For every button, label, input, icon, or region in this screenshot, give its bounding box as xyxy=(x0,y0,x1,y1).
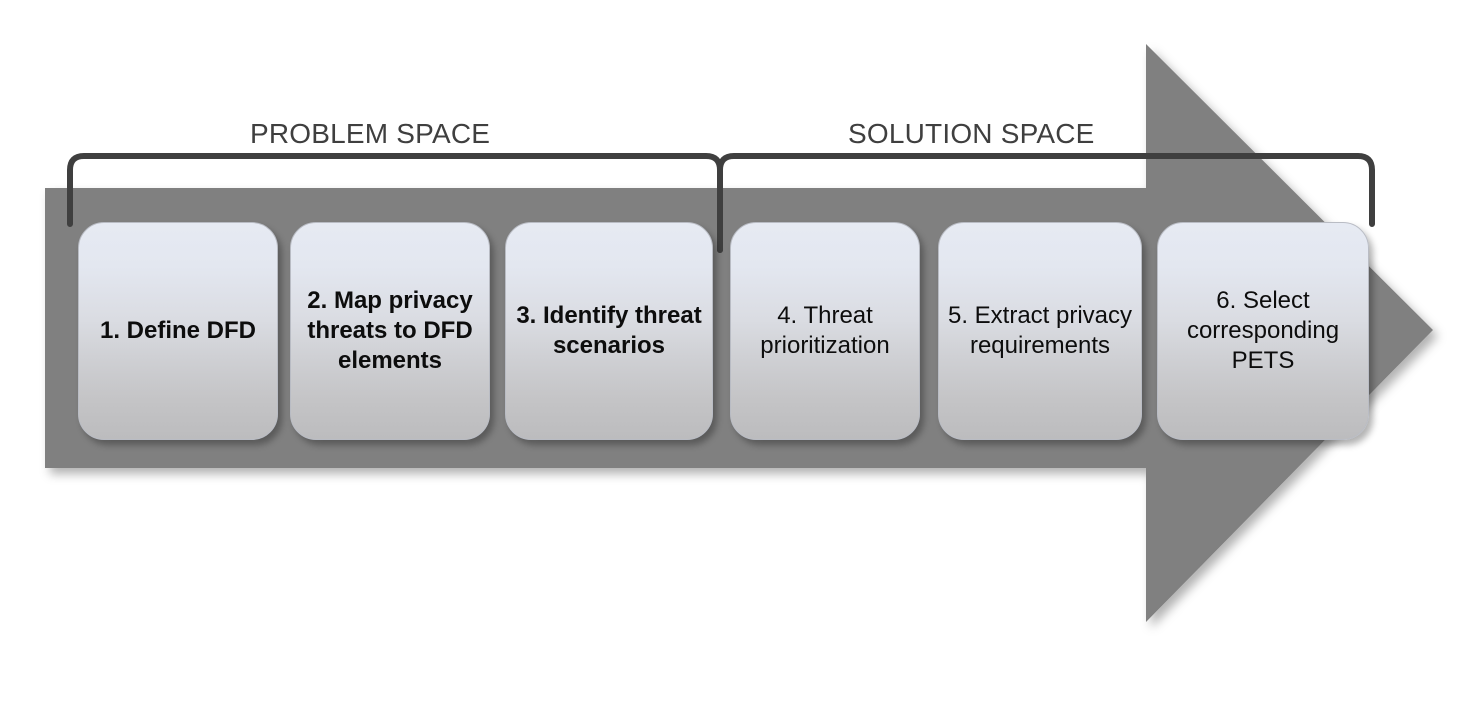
step-box-3[interactable]: 3. Identify threat scenarios xyxy=(505,222,713,440)
step-box-1[interactable]: 1. Define DFD xyxy=(78,222,278,440)
step-label-1: 1. Define DFD xyxy=(99,317,257,344)
step-label-5: 5. Extract privacy requirements xyxy=(947,302,1133,359)
solution-space-bracket xyxy=(717,153,1375,253)
step-label-3: 3. Identify threat scenarios xyxy=(516,302,702,359)
phase-label-solution-space: SOLUTION SPACE xyxy=(848,118,1095,149)
step-box-6[interactable]: 6. Select corresponding PETS xyxy=(1157,222,1369,440)
step-label-6: 6. Select corresponding PETS xyxy=(1186,287,1340,374)
phase-label-problem-space: PROBLEM SPACE xyxy=(250,118,491,149)
step-label-4: 4. Threat prioritization xyxy=(760,302,890,359)
step-box-4[interactable]: 4. Threat prioritization xyxy=(730,222,920,440)
step-label-2: 2. Map privacy threats to DFD elements xyxy=(307,287,473,374)
step-box-2[interactable]: 2. Map privacy threats to DFD elements xyxy=(290,222,490,440)
step-box-5[interactable]: 5. Extract privacy requirements xyxy=(938,222,1142,440)
